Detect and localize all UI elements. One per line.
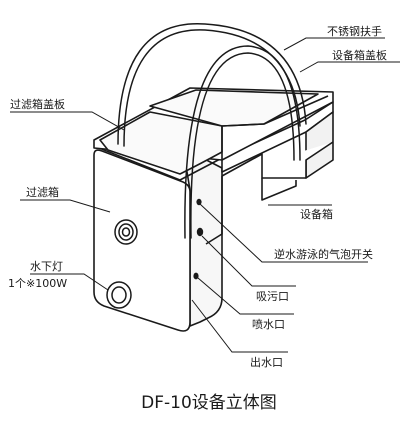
label-suction-port: 吸污口 bbox=[256, 290, 289, 303]
bubble-switch-knob bbox=[196, 198, 202, 206]
label-equipment-box: 设备箱 bbox=[300, 207, 333, 221]
equipment-box-body bbox=[205, 101, 334, 245]
outlet-nozzle bbox=[106, 281, 132, 309]
label-spray-port: 喷水口 bbox=[252, 318, 285, 331]
label-bubble-switch: 逆水游泳的气泡开关 bbox=[274, 247, 373, 261]
leader-lines bbox=[10, 37, 400, 353]
label-handrail: 不锈钢扶手 bbox=[327, 24, 382, 38]
handrails bbox=[117, 23, 307, 239]
underwater-light-fixture bbox=[114, 219, 138, 245]
label-filter-box: 过滤箱 bbox=[26, 185, 59, 199]
spray-port-hole bbox=[193, 272, 199, 280]
label-underwater-light: 水下灯 bbox=[30, 260, 63, 273]
label-outlet-port: 出水口 bbox=[250, 355, 283, 369]
suction-port-hole bbox=[196, 227, 204, 237]
diagram-caption: DF-10设备立体图 bbox=[141, 393, 277, 413]
label-equipment-lid: 设备箱盖板 bbox=[332, 48, 387, 62]
label-filter-lid: 过滤箱盖板 bbox=[10, 97, 65, 111]
label-light-spec: 1个※100W bbox=[8, 277, 67, 290]
side-fittings bbox=[193, 198, 204, 280]
